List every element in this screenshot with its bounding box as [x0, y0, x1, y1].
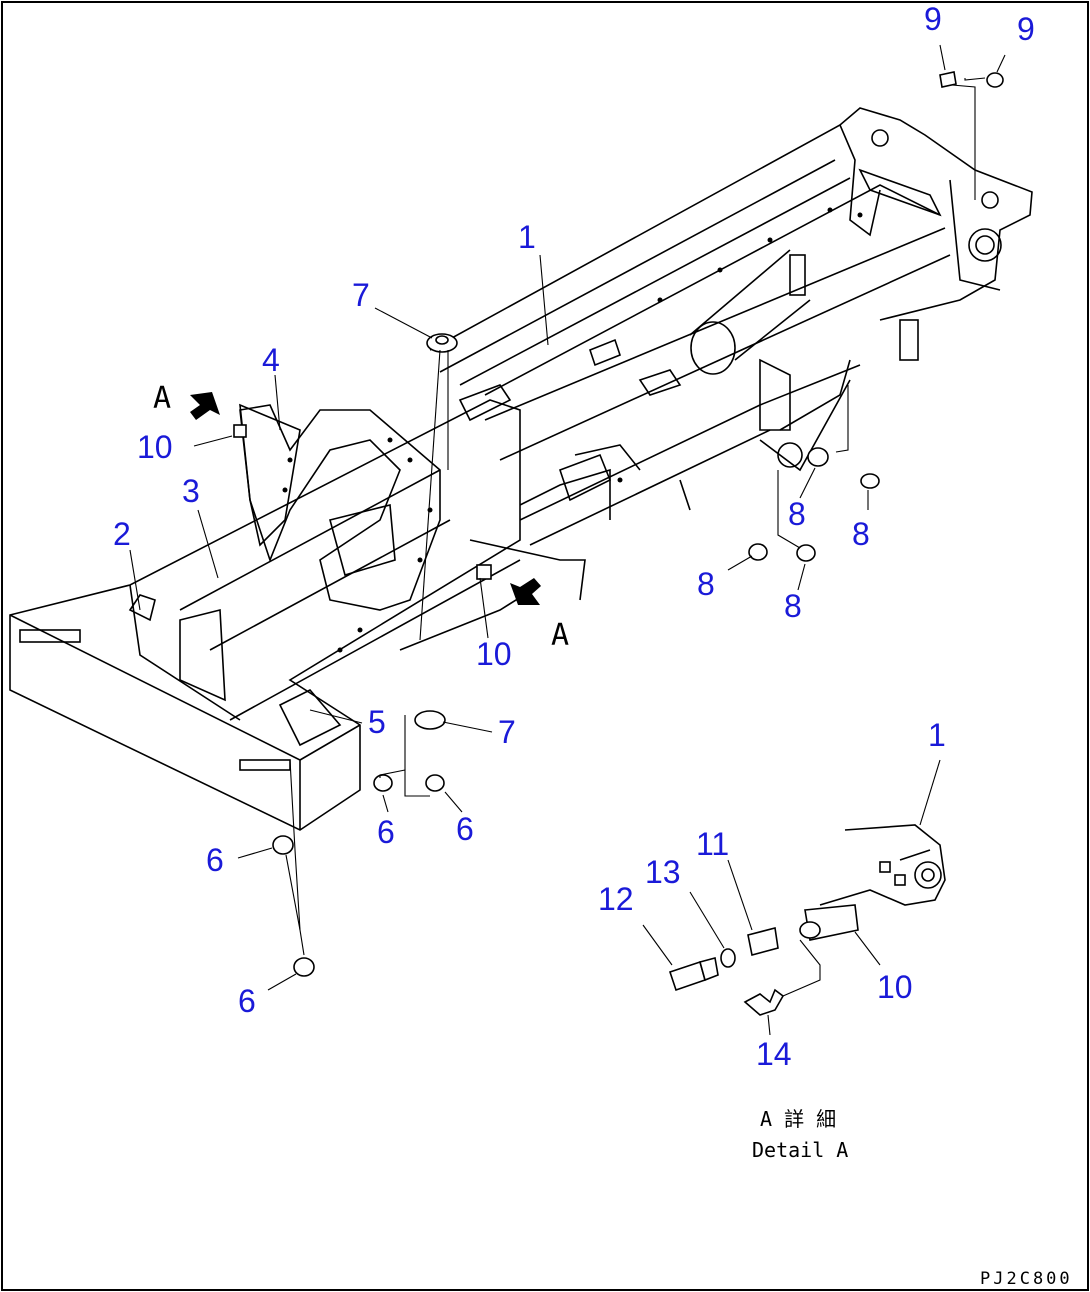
callout-8-b: 8	[852, 516, 870, 552]
callout-9-a: 9	[924, 1, 942, 37]
callout-8-a: 8	[788, 496, 806, 532]
detail-caption-en: Detail A	[752, 1138, 848, 1162]
callout-labels: 1 1 2 3 4 5 6 6 6 6 7 7 8 8 8 8 9 9 10 1…	[113, 1, 1035, 1072]
view-marker-a-right: A	[551, 618, 569, 653]
callout-14: 14	[756, 1036, 792, 1072]
callout-10-left: 10	[137, 429, 173, 465]
view-arrow-left	[190, 392, 220, 420]
callout-6-a: 6	[377, 814, 395, 850]
detail-a-drawing	[668, 824, 946, 1016]
callout-6-d: 6	[238, 983, 256, 1019]
callout-13: 13	[645, 854, 681, 890]
callout-9-b: 9	[1017, 11, 1035, 47]
main-frame-drawing	[9, 107, 1033, 831]
callout-1-detail: 1	[928, 717, 946, 753]
callout-6-b: 6	[456, 811, 474, 847]
detail-caption-jp: A 詳 細	[760, 1107, 836, 1131]
drawing-code: PJ2C800	[980, 1269, 1073, 1289]
callout-3: 3	[182, 473, 200, 509]
callout-11: 11	[696, 826, 729, 862]
view-arrow-right	[510, 578, 541, 605]
callout-5: 5	[368, 704, 386, 740]
callout-7-top: 7	[352, 277, 370, 313]
callout-10-mid: 10	[476, 636, 512, 672]
callout-6-c: 6	[206, 842, 224, 878]
callout-1-main: 1	[518, 219, 536, 255]
callout-10-detail: 10	[877, 969, 913, 1005]
loose-parts	[190, 71, 1004, 977]
callout-7-bottom: 7	[498, 714, 516, 750]
leader-lines	[129, 44, 1006, 1036]
callout-8-c: 8	[697, 566, 715, 602]
callout-8-d: 8	[784, 588, 802, 624]
view-marker-a-left: A	[153, 381, 171, 416]
callout-12: 12	[598, 881, 634, 917]
callout-2: 2	[113, 516, 131, 552]
callout-4: 4	[262, 342, 280, 378]
